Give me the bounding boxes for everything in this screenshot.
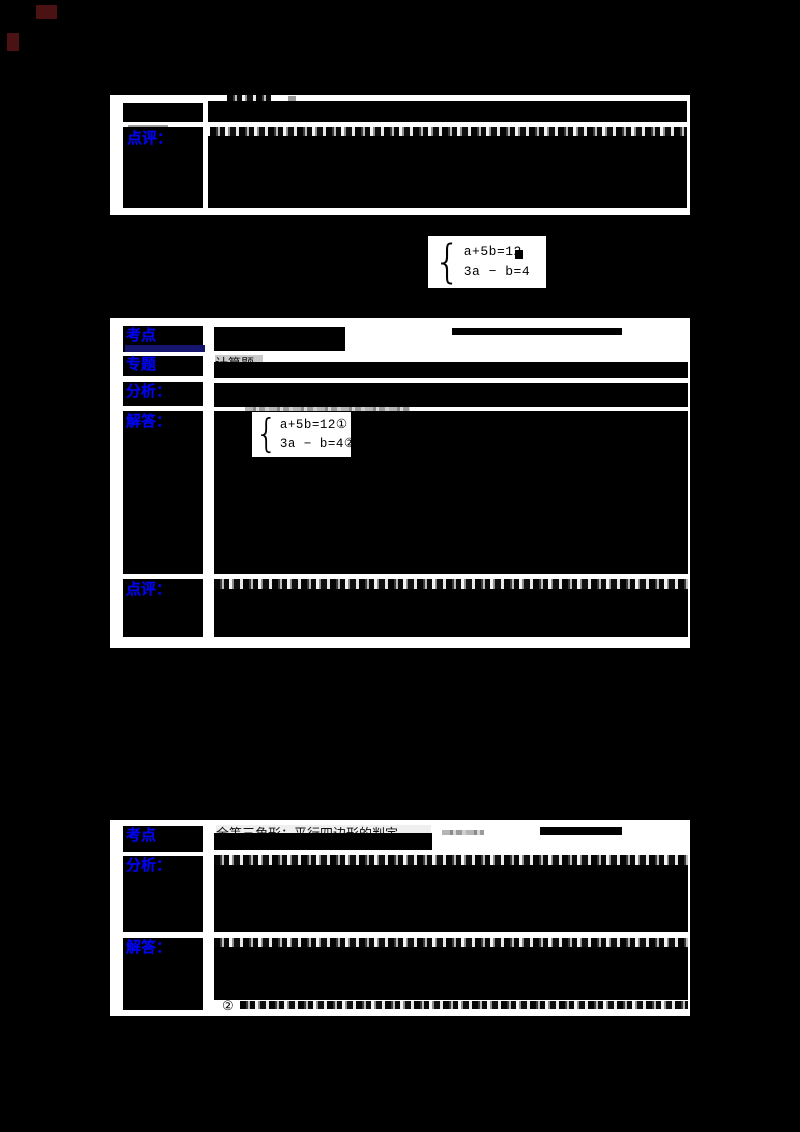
redacted-cell — [214, 383, 688, 407]
redacted-cell — [214, 947, 688, 1000]
redacted-text-fragment — [227, 95, 271, 102]
redacted-cell — [208, 101, 687, 122]
corner-mark-left — [7, 33, 19, 51]
redacted-cell — [214, 327, 345, 351]
redacted-cell — [214, 362, 688, 378]
equation-line-1: a+5b=12 — [463, 244, 522, 259]
redacted-cell — [123, 356, 203, 376]
zhuanti-value-fragment: 计算题 — [215, 355, 263, 363]
dianping-label: 点评： — [126, 581, 172, 598]
redacted-cell — [123, 826, 203, 852]
redacted-text-fragment — [240, 1001, 688, 1009]
redacted-cell — [123, 856, 203, 932]
redacted-cell — [123, 103, 203, 122]
redacted-cell — [123, 382, 203, 406]
redacted-text-fragment — [214, 938, 688, 947]
equation-brace: { — [255, 411, 278, 457]
redacted-cell — [208, 136, 687, 208]
fenxi-label: 分析： — [126, 857, 172, 874]
answer-prefix: ② — [222, 998, 234, 1013]
kaodian-underline-bar — [125, 345, 205, 352]
jieda-label: 解答： — [126, 939, 172, 956]
table-3: 考点 全等三角形；平行四边形的判定 分析： 解答： ② — [110, 820, 690, 1016]
redacted-text-fragment — [442, 830, 484, 835]
redacted-text-bar — [452, 328, 622, 335]
kaodian-label: 考点 — [126, 827, 157, 844]
kaodian-label: 考点 — [126, 327, 157, 344]
redacted-cell — [123, 127, 203, 208]
table-2: 考点 专题 计算题 分析： 解答： { a+5b=12① 3a − b=4② 点… — [110, 318, 690, 648]
redacted-cell — [123, 411, 203, 574]
redacted-cell — [214, 589, 688, 637]
redacted-cell — [123, 579, 203, 637]
equation-system-numbered: { a+5b=12① 3a − b=4② — [252, 411, 355, 457]
redacted-text-fragment — [214, 579, 688, 589]
kaodian-value-fragment: 全等三角形；平行四边形的判定 — [216, 825, 431, 834]
redacted-text-fragment — [210, 127, 687, 136]
corner-mark-top — [36, 5, 57, 19]
redacted-cell — [214, 833, 432, 850]
redacted-text-fragment — [245, 407, 410, 411]
table-1: 点评： — [110, 95, 690, 215]
equation-line-1: a+5b=12① — [279, 417, 348, 432]
equation-brace: { — [434, 235, 461, 288]
redacted-cell — [123, 938, 203, 1010]
jieda-label: 解答： — [126, 413, 172, 430]
fenxi-label: 分析： — [126, 383, 172, 400]
zhuanti-label: 专题 — [126, 356, 157, 373]
equation-line-2: 3a − b=4 — [463, 264, 531, 279]
equation-system: { a+5b=12 3a − b=4 — [428, 236, 546, 288]
redacted-cell — [214, 865, 688, 932]
redaction-mark — [515, 250, 523, 259]
equation-line-2: 3a − b=4② — [279, 436, 356, 451]
redacted-text-bar — [540, 827, 622, 835]
redacted-text-fragment — [214, 855, 688, 865]
redacted-text-fragment — [288, 96, 296, 101]
dianping-label: 点评： — [127, 130, 173, 147]
